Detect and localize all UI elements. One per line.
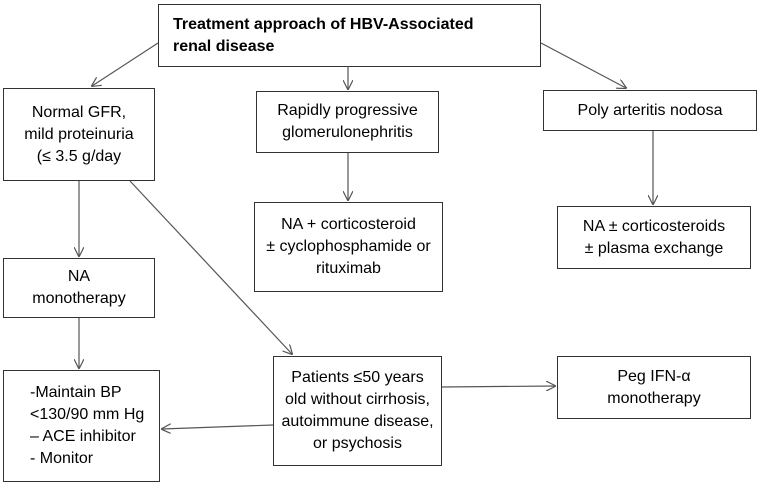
pan-treatment-box: NA ± corticosteroids ± plasma exchange	[557, 206, 751, 269]
patients-box: Patients ≤50 years old without cirrhosis…	[273, 356, 442, 466]
na-monotherapy-box: NA monotherapy	[3, 258, 155, 318]
title-box: Treatment approach of HBV-Associated ren…	[158, 4, 541, 67]
maintain-bp-box: -Maintain BP <130/90 mm Hg – ACE inhibit…	[3, 370, 160, 482]
arrow-title-to-pan	[540, 42, 626, 88]
arrow-title-to-normal-gfr	[92, 42, 159, 86]
rpgn-box: Rapidly progressive glomerulonephritis	[256, 91, 439, 153]
normal-gfr-box: Normal GFR, mild proteinuria (≤ 3.5 g/da…	[3, 88, 155, 181]
arrow-patients-to-peg-ifn	[441, 386, 555, 387]
pan-box: Poly arteritis nodosa	[543, 90, 757, 131]
arrow-normal-gfr-to-patients	[129, 180, 292, 354]
rpgn-treatment-box: NA + corticosteroid ± cyclophosphamide o…	[254, 202, 443, 292]
peg-ifn-box: Peg IFN-α monotherapy	[557, 356, 751, 419]
arrow-patients-to-maintain	[162, 425, 274, 429]
